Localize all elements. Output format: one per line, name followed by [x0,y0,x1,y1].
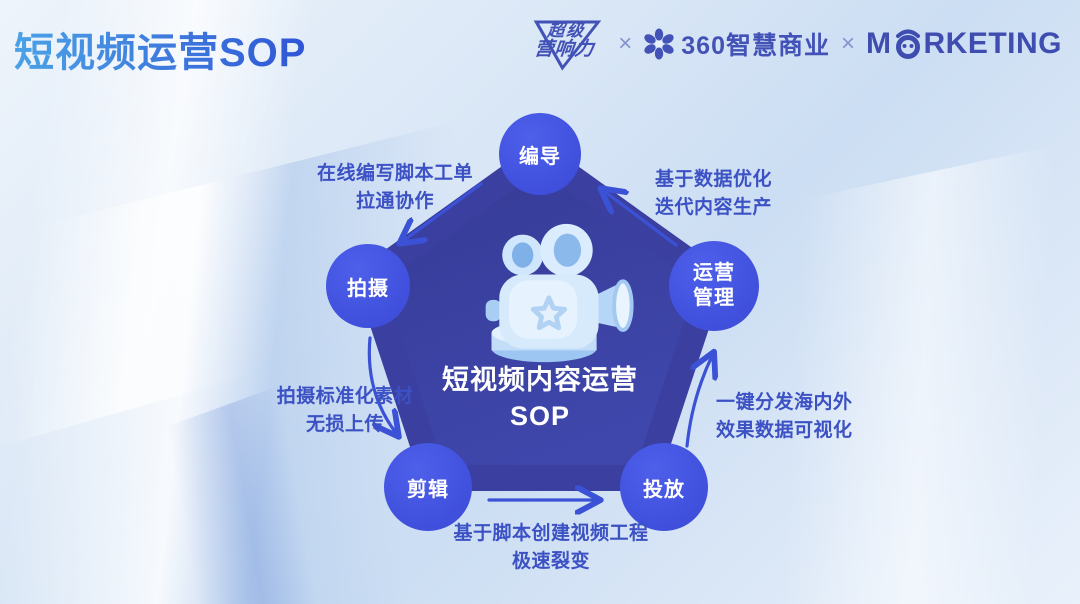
edge-label-standardized-material: 拍摄标准化素材 无损上传 [245,383,445,438]
node-paishe: 拍摄 [326,244,410,328]
arrow-biandao-to-paishe [403,182,483,241]
edge-label-script-workorder: 在线编写脚本工单 拉通协作 [282,160,508,215]
edge-label-line1: 拍摄标准化素材 [276,386,414,407]
x-separator: × [618,30,633,57]
movie-camera-3d-icon [485,223,634,363]
edge-label-line2: 效果数据可视化 [716,419,853,441]
morketing-logo: M RKETING [866,27,1062,61]
morketing-o-icon [895,29,920,59]
node-jianji: 剪辑 [384,443,472,531]
edge-label-line2: 无损上传 [305,413,384,435]
x-separator: × [840,30,855,57]
edge-label-line1: 基于脚本创建视频工程 [453,523,649,544]
edge-label-line1: 一键分发海内外 [716,392,853,413]
edge-label-line2: 极速裂变 [511,550,590,572]
pentagon-center-title: 短视频内容运营 SOP [390,362,690,435]
360-flower-icon [644,28,674,60]
page-title: 短视频运营SOP [14,20,306,78]
node-label: 运营管理 [693,262,735,309]
edge-label-line1: 基于数据优化 [655,169,773,190]
node-biandao: 编导 [499,113,581,195]
chaoji-yingxiangli-logo: 超级 营响力 [521,18,610,71]
arrow-toufang-to-yunying [685,356,712,448]
node-toufang: 投放 [620,443,708,531]
edge-label-video-project: 基于脚本创建视频工程 极速裂变 [420,520,682,575]
edge-label-line1: 在线编写脚本工单 [316,163,473,184]
brand3-suffix: RKETING [923,27,1062,60]
node-label: 拍摄 [347,277,389,300]
node-label: 剪辑 [407,478,449,501]
node-label: 编导 [519,145,561,168]
360-smart-business-logo: 360智慧商业 [643,26,830,62]
arrow-yunying-to-biandao [604,191,678,247]
arrow-paishe-to-jianji [367,336,396,433]
edge-label-line2: 迭代内容生产 [655,196,773,218]
center-title-line2: SOP [509,401,571,432]
edge-label-one-key-distribute: 一键分发海内外 效果数据可视化 [716,389,936,444]
brand2-text: 360智慧商业 [681,32,830,60]
edge-label-line2: 拉通协作 [355,190,434,212]
node-yunying-guanli: 运营管理 [669,241,759,331]
logo-bar: 超级 营响力 × 360智慧商业 × M [521,18,1062,71]
node-label: 投放 [643,478,685,501]
center-title-line1: 短视频内容运营 [442,365,638,395]
edge-label-data-optimize: 基于数据优化 迭代内容生产 [655,166,865,221]
brand3-prefix: M [866,27,892,60]
badge-triangle-outline [533,20,602,71]
